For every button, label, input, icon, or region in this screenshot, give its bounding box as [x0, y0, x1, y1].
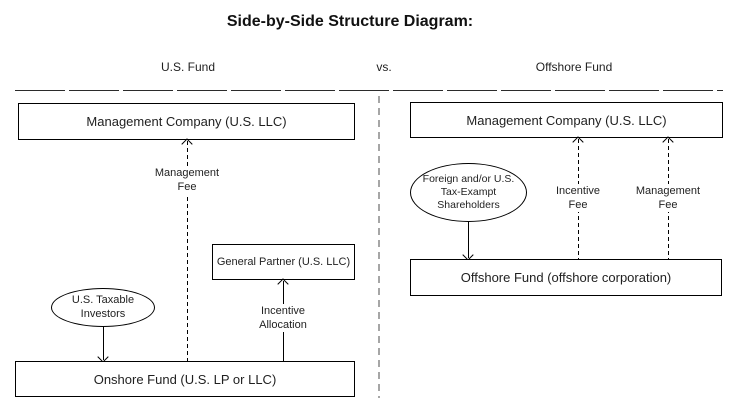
center-divider-line	[378, 96, 380, 398]
incentive-fee-label: Incentive Fee	[536, 184, 620, 212]
investors-to-onshore-arrow	[97, 327, 109, 363]
column-header-us-fund: U.S. Fund	[160, 60, 216, 74]
arrowhead-up-icon	[572, 136, 584, 148]
general-partner-label: General Partner (U.S. LLC)	[216, 256, 351, 268]
onshore-fund-box: Onshore Fund (U.S. LP or LLC)	[15, 361, 355, 397]
general-partner-box: General Partner (U.S. LLC)	[212, 244, 355, 280]
header-divider-line	[15, 90, 723, 91]
offshore-fund-box: Offshore Fund (offshore corporation)	[410, 259, 722, 296]
page-title: Side-by-Side Structure Diagram:	[226, 13, 474, 30]
column-header-offshore-fund: Offshore Fund	[535, 60, 613, 74]
us-management-fee-arrow	[181, 138, 193, 361]
us-management-company-label: Management Company (U.S. LLC)	[86, 114, 287, 129]
shareholders-to-fund-arrow	[462, 222, 474, 261]
arrowhead-up-icon	[181, 138, 193, 150]
us-taxable-investors-ellipse: U.S. Taxable Investors	[51, 288, 155, 327]
offshore-management-fee-label: Management Fee	[626, 184, 710, 212]
offshore-management-company-label: Management Company (U.S. LLC)	[466, 112, 667, 128]
vs-label: vs.	[376, 60, 392, 74]
foreign-shareholders-ellipse: Foreign and/or U.S. Tax-Exampt Sharehold…	[410, 163, 527, 222]
incentive-allocation-label: Incentive Allocation	[241, 304, 325, 332]
us-management-company-box: Management Company (U.S. LLC)	[18, 103, 355, 140]
arrowhead-up-icon	[662, 136, 674, 148]
us-management-fee-label: Management Fee	[145, 166, 229, 194]
arrowhead-up-icon	[277, 278, 289, 290]
onshore-fund-label: Onshore Fund (U.S. LP or LLC)	[93, 371, 277, 387]
offshore-fund-label: Offshore Fund (offshore corporation)	[460, 270, 672, 285]
offshore-management-company-box: Management Company (U.S. LLC)	[410, 102, 723, 138]
